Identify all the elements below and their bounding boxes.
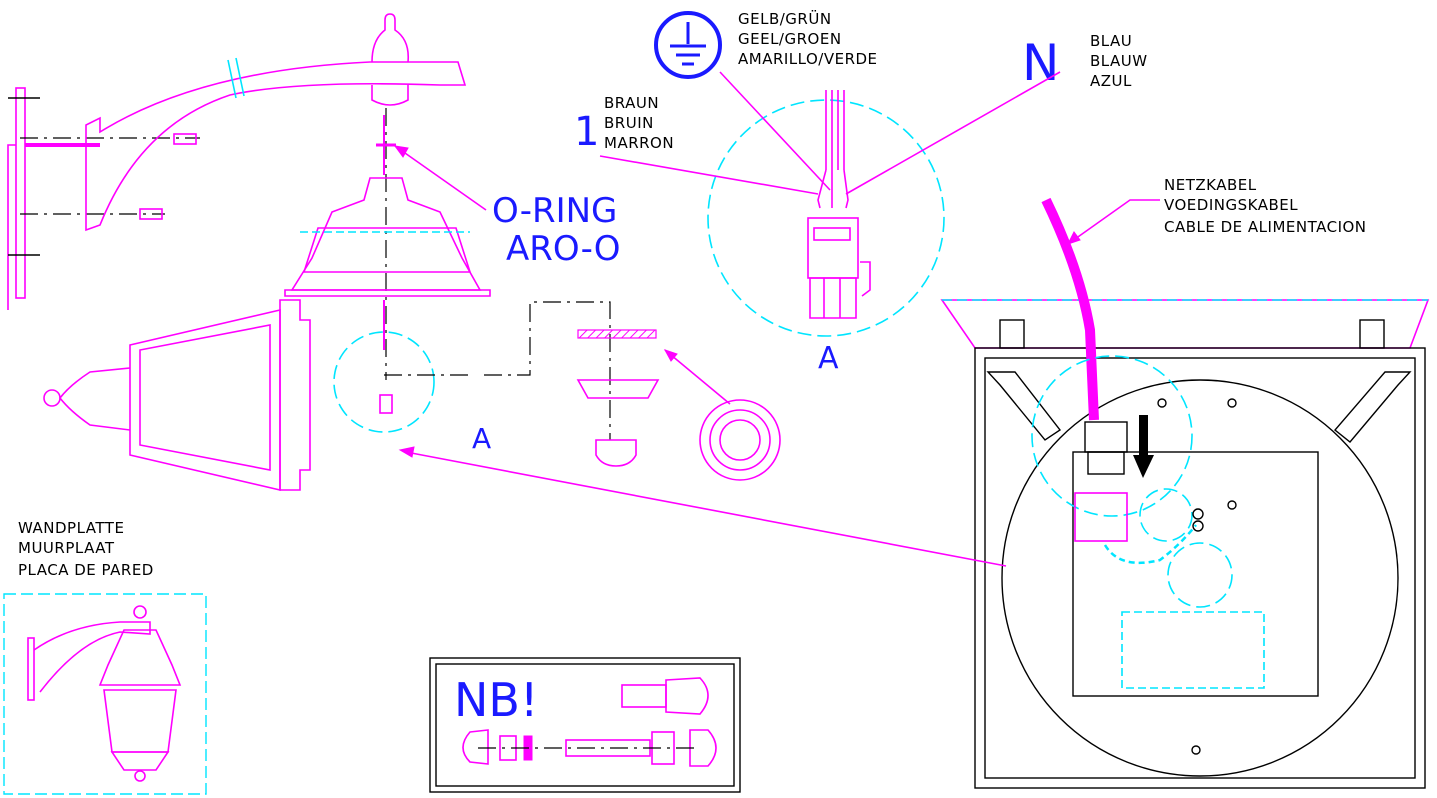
mount-hole-3 — [1227, 500, 1237, 510]
detail-a-connector — [707, 90, 945, 337]
lantern-glass-housing — [129, 308, 281, 492]
earth-screw-1 — [1192, 508, 1204, 520]
lantern-exploded-view — [7, 13, 781, 492]
earth-label-es: AMARILLO/VERDE — [738, 50, 878, 68]
wall-plate-label-es: PLACA DE PARED — [18, 561, 154, 579]
cable-wires — [825, 90, 845, 170]
mount-hole-4 — [1191, 745, 1201, 755]
lamp-holder-2 — [1167, 542, 1233, 608]
detail-a-marker-circle — [1031, 355, 1193, 517]
brace-top-right — [1333, 371, 1412, 443]
lantern-body-frame — [279, 299, 311, 491]
terminal-block — [807, 217, 859, 279]
earth-screw-2 — [1192, 520, 1204, 532]
gland-cap — [595, 439, 637, 467]
o-ring-pointer-arrow — [393, 145, 409, 158]
lantern-frame-inner — [984, 357, 1416, 779]
screw-upper — [173, 133, 197, 145]
screw-lower — [139, 208, 163, 220]
nb-cap-left — [462, 729, 489, 765]
washer-part — [577, 329, 657, 339]
insert-arrow-shaft — [1139, 415, 1148, 455]
wall-plate-side — [15, 87, 26, 299]
lantern-top-view — [940, 197, 1430, 789]
detail-link-leader — [405, 451, 1007, 567]
nb-bolt-short — [621, 684, 667, 708]
power-cable-label-de: NETZKABEL — [1164, 176, 1257, 194]
power-cable-label-nl: VOEDINGSKABEL — [1164, 196, 1298, 214]
earth-symbol-icon — [654, 11, 722, 79]
lantern-base-circle — [1001, 379, 1399, 777]
ballast-unit — [1121, 611, 1265, 689]
nb-cap-short — [665, 677, 709, 715]
live-leader — [599, 155, 819, 195]
earth-wire — [1103, 524, 1197, 565]
detail-marker-a-small: A — [472, 422, 491, 455]
lantern-frame-outer — [974, 347, 1426, 789]
hinge-right — [1359, 319, 1385, 349]
washer-pointer-arrow — [663, 349, 678, 362]
washer-pointer — [664, 349, 731, 405]
mounting-plate — [1072, 451, 1319, 697]
power-cable-leader — [1067, 199, 1160, 245]
live-label-de: BRAUN — [604, 94, 659, 112]
roof-inner-panel — [302, 227, 472, 273]
power-cable-leader-arrow — [1067, 231, 1081, 245]
wire-ends — [817, 169, 849, 209]
live-label-nl: BRUIN — [604, 114, 654, 132]
brace-top-left — [986, 371, 1062, 441]
mount-hole-2 — [1227, 398, 1237, 408]
nb-cap-right — [689, 729, 717, 767]
wall-plate-label-de: WANDPLATTE — [18, 519, 124, 537]
live-label-es: MARRON — [604, 134, 674, 152]
roof-rim — [284, 289, 491, 297]
connector-pins — [1087, 451, 1125, 475]
insert-arrow-icon — [1133, 455, 1154, 478]
gland-nut — [576, 379, 660, 399]
power-cable-label-es: CABLE DE ALIMENTACION — [1164, 218, 1367, 236]
terminal-slot — [813, 227, 851, 241]
neutral-leader — [845, 71, 1061, 195]
bracket-arm — [85, 61, 467, 232]
live-symbol: 1 — [574, 109, 599, 155]
wall-plate-label-nl: MUURPLAAT — [18, 539, 115, 557]
cable-connector — [1084, 421, 1128, 453]
arm-break-mark-2 — [235, 57, 245, 97]
power-cable — [1041, 197, 1099, 421]
top-finial — [371, 13, 410, 63]
neutral-label-es: AZUL — [1090, 72, 1132, 90]
bottom-finial-knob — [43, 389, 61, 407]
aro-o-label: ARO-O — [506, 229, 621, 269]
assembly-link-line — [384, 301, 611, 440]
hinge-left — [999, 319, 1025, 349]
earth-leader — [719, 71, 831, 191]
lantern-bottom-finial — [58, 367, 131, 431]
terminal-pins — [809, 277, 857, 319]
nb-note-box — [429, 657, 741, 793]
mount-hole-1 — [1157, 398, 1167, 408]
arm-break-mark-1 — [227, 59, 237, 99]
neutral-label-de: BLAU — [1090, 32, 1132, 50]
terminal-strip — [1074, 492, 1128, 542]
earth-label-nl: GEEL/GROEN — [738, 30, 842, 48]
earth-label-de: GELB/GRÜN — [738, 9, 832, 28]
connector-socket-small — [379, 394, 393, 414]
o-ring-pointer — [394, 145, 487, 211]
lamp-holder-1 — [1139, 488, 1193, 542]
wall-cable — [7, 144, 16, 310]
detail-link-arrow — [398, 446, 415, 458]
toothed-washer — [699, 399, 781, 481]
terminal-clip — [860, 261, 871, 297]
lantern-glass-pane — [139, 324, 271, 471]
nb-label: NB! — [454, 673, 538, 727]
detail-marker-a-large: A — [818, 341, 839, 376]
arm-socket — [371, 85, 409, 106]
lantern-lid-edge — [940, 299, 1430, 349]
detail-circle-a-large — [707, 99, 945, 337]
detail-circle-a-small — [333, 331, 435, 433]
wall-plate-thumbnail — [3, 593, 207, 795]
neutral-label-nl: BLAUW — [1090, 52, 1148, 70]
o-ring-label: O-RING — [492, 191, 617, 231]
